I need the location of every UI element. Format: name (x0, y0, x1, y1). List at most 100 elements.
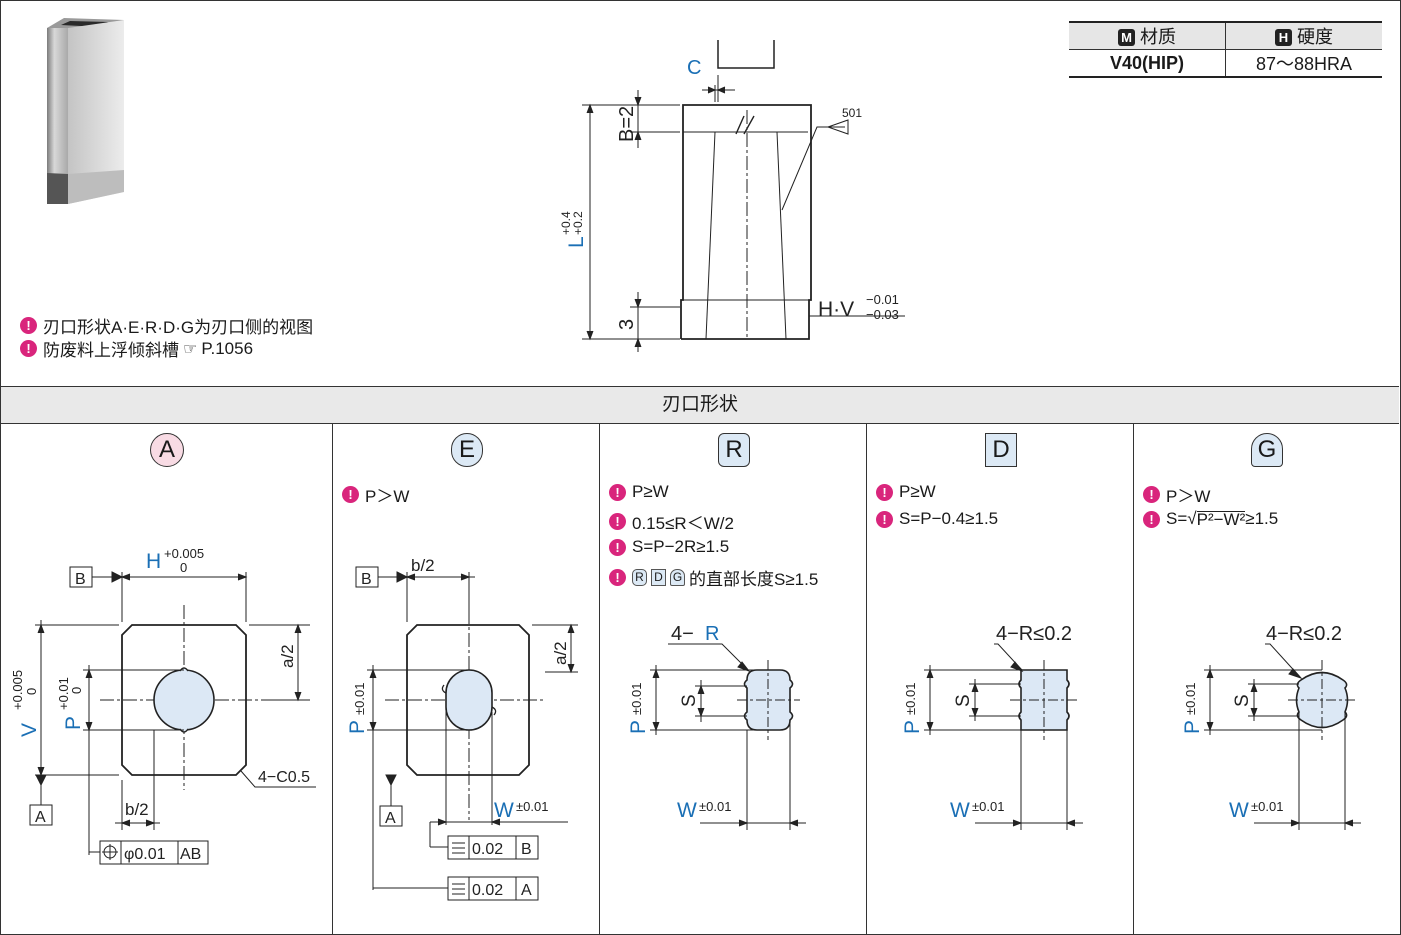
label-s: S (953, 694, 974, 707)
main-drawing: C B=2 L +0.4 +0.2 3 H·V −0.01 −0.03 501 (560, 40, 905, 352)
label-w: W (494, 799, 514, 822)
exclamation-icon: ! (609, 513, 626, 530)
tol-w: ±0.01 (972, 799, 1004, 814)
label-chamfer: 4−C0.5 (258, 769, 310, 786)
tol-p-upper: +0.01 (56, 677, 71, 710)
label-p: P (62, 716, 85, 730)
tol-v-lower: 0 (24, 688, 39, 695)
exclamation-icon: ! (609, 538, 626, 556)
shape-r-condition-1: !P≥W (609, 482, 669, 502)
label-4r: 4−R≤0.2 (1266, 623, 1342, 645)
note-slug-groove-text: 防废料上浮倾斜槽 (43, 341, 179, 360)
tol-v-upper: +0.005 (10, 670, 25, 710)
exclamation-icon: ! (1143, 510, 1160, 528)
surface-finish-code: 501 (842, 106, 862, 120)
tol-p: ±0.01 (629, 683, 644, 715)
frame1-value: 0.02 (472, 841, 503, 858)
label-a2: a/2 (551, 641, 570, 665)
tol-w: ±0.01 (699, 799, 731, 814)
shape-d-condition-2: !S=P−0.4≥1.5 (876, 509, 998, 529)
tol-p: ±0.01 (903, 683, 918, 715)
tol-l-lower: +0.2 (571, 211, 585, 235)
exclamation-icon: ! (876, 483, 893, 501)
shape-e-label: E (451, 433, 483, 467)
tol-l-upper: +0.4 (560, 211, 573, 235)
note-view-side: ! 刃口形状A·E·R·D·G为刃口侧的视图 (20, 313, 313, 338)
shape-e-drawing: B A b/2 a/2 P ±0.01 W ±0.01 0.02 B 0.02 … (346, 556, 578, 901)
condition-text: P≥W (899, 482, 936, 501)
shape-d-drawing: 4−R≤0.2 P ±0.01 S W ±0.01 (901, 623, 1083, 830)
label-p: P (627, 720, 650, 734)
tol-w: ±0.01 (516, 799, 548, 814)
label-4r-value: R (705, 623, 719, 645)
condition-text: P＞W (365, 487, 410, 506)
shape-e-condition: !P＞W (342, 482, 409, 507)
column-divider (332, 423, 333, 934)
label-4r-prefix: 4− (671, 623, 694, 645)
shape-a-label: A (150, 433, 184, 467)
note-slug-groove: ! 防废料上浮倾斜槽 ☞ P.1056 (20, 336, 253, 361)
pointing-hand-icon: ☞ (183, 340, 198, 358)
label-3: 3 (616, 319, 638, 330)
label-v: V (18, 723, 41, 737)
datum-b: B (361, 571, 372, 588)
label-hv: H·V (818, 298, 854, 321)
tol-p: ±0.01 (352, 683, 367, 715)
datum-a: A (35, 809, 46, 826)
label-l: L (565, 236, 588, 248)
condition-text: S=P−0.4≥1.5 (899, 509, 999, 528)
column-divider (866, 423, 867, 934)
tag-g: G (670, 569, 685, 586)
condition-text: S=P−2R≥1.5 (632, 537, 730, 556)
tol-w: ±0.01 (1251, 799, 1283, 814)
shape-a-drawing: B A H +0.005 0 a/2 V +0.005 0 P +0.01 0 … (10, 546, 316, 865)
label-w: W (950, 799, 970, 822)
shape-d-label: D (985, 433, 1017, 467)
datum-b: B (75, 571, 86, 588)
label-w: W (1229, 799, 1249, 822)
shape-r-condition-3: ! S=P−2R≥1.5 (609, 537, 729, 557)
shape-g-drawing: 4−R≤0.2 P ±0.01 S W ±0.01 (1181, 623, 1361, 830)
label-s: S (1232, 694, 1253, 707)
frame1-ref: B (521, 841, 532, 858)
section-title: 刃口形状 (1, 386, 1399, 424)
tag-r: R (632, 569, 647, 586)
page-reference-link[interactable]: P.1056 (201, 338, 254, 358)
shape-r-drawing: 4− R P ±0.01 S W ±0.01 (627, 623, 806, 830)
column-divider (599, 423, 600, 934)
exclamation-icon: ! (609, 569, 626, 586)
label-p: P (346, 720, 369, 734)
condition-text: 的直部长度S≥1.5 (689, 570, 819, 589)
shape-r-label: R (718, 433, 750, 467)
frame2-ref: A (521, 882, 532, 899)
shape-g-condition-1: ! P＞W (1143, 482, 1210, 507)
shape-g-condition-2: !S=√P²−W²≥1.5 (1143, 509, 1278, 529)
hardness-value: 87～88HRA (1225, 49, 1382, 78)
tol-hv-lower: −0.03 (866, 307, 899, 322)
tol-p-lower: 0 (69, 687, 84, 694)
hardness-header: 硬度 (1297, 27, 1333, 47)
label-s: S (679, 694, 700, 707)
material-mark-icon: M (1118, 29, 1135, 46)
exclamation-icon: ! (1143, 486, 1160, 503)
label-b2: b/2 (125, 800, 149, 819)
condition-text: 0.15≤R＜W/2 (632, 514, 734, 533)
condition-text: S= (1166, 509, 1188, 528)
label-h: H (146, 550, 161, 573)
shape-d-condition-1: ! P≥W (876, 482, 936, 502)
tol-p: ±0.01 (1183, 683, 1198, 715)
note-view-side-text: 刃口形状A·E·R·D·G为刃口侧的视图 (43, 318, 314, 337)
condition-text: P＞W (1166, 487, 1211, 506)
condition-text: P≥W (632, 482, 669, 501)
condition-text: ≥1.5 (1245, 509, 1279, 528)
root-sign: √ (1187, 509, 1197, 528)
label-b2: b/2 (411, 556, 435, 575)
frame2-value: 0.02 (472, 882, 503, 899)
shape-g-label: G (1251, 433, 1283, 467)
tolerance-value: φ0.01 (124, 846, 166, 863)
label-w: W (677, 799, 697, 822)
